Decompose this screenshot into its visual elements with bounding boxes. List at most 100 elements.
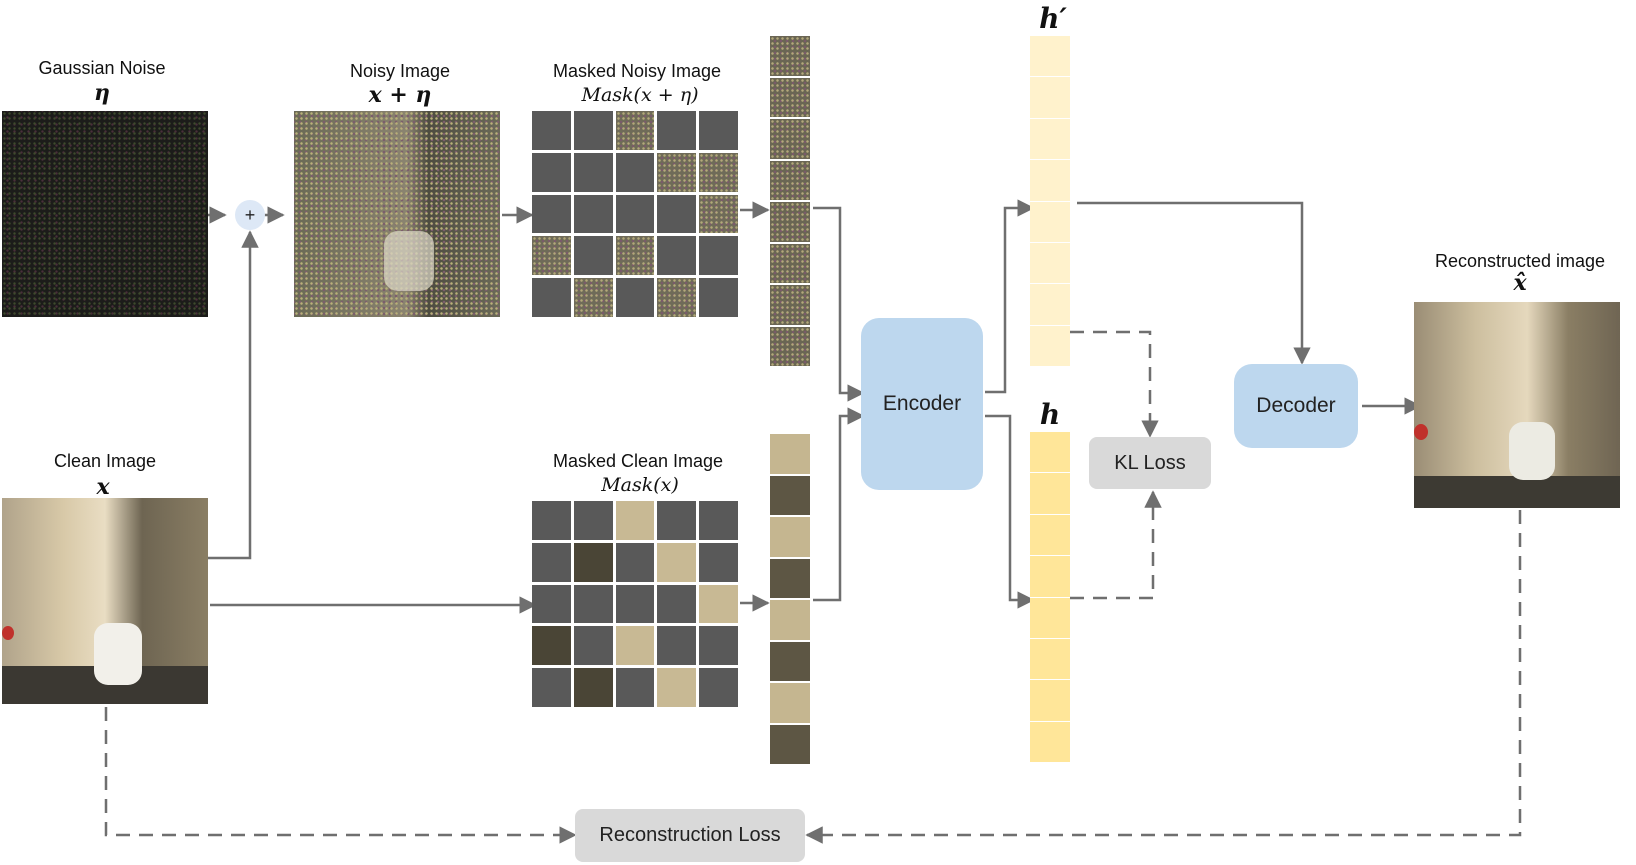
h-prime-vector [1030,36,1070,366]
masked-patch [573,236,613,276]
x-plus-eta-symbol: x + η [368,82,432,108]
visible-patch [699,194,738,234]
noisy-image [294,111,500,317]
vector-cell [1030,473,1070,514]
vector-cell [1030,284,1070,325]
masked-patch [532,111,571,150]
h-prime-label: h′ [1039,2,1067,35]
vector-cell [1030,77,1070,118]
mask-x-eta-symbol: Mask(x + η) [581,84,699,106]
patch-token [770,683,810,723]
arrow-hprime-to-decoder [1077,201,1311,365]
arrow-encoder-to-h [985,414,1035,609]
clean-image [2,498,208,704]
masked-noisy-image-title: Masked Noisy Image [552,61,722,81]
reconstructed-image-title: Reconstructed image [1434,251,1606,271]
patch-token [770,517,810,557]
patch-token [770,285,810,325]
noisy-image-title: Noisy Image [349,61,451,81]
vector-cell [1030,201,1070,242]
dashed-hprime-to-kl [1070,330,1159,438]
visible-patch [573,668,613,707]
masked-clean-grid [532,501,738,707]
masked-patch [615,584,655,624]
dashed-h-to-kl [1070,490,1162,600]
masked-patch [615,278,655,317]
masked-patch [573,111,613,150]
eta-symbol: η [94,80,110,106]
clean-image-title: Clean Image [53,451,157,471]
patch-token [770,326,810,366]
gaussian-noise-image [2,111,208,317]
plus-operator: + [235,200,265,230]
vector-cell [1030,242,1070,284]
masked-patch [573,501,613,540]
visible-patch [657,668,697,707]
visible-patch [657,542,697,582]
visible-patch [532,236,571,276]
masked-patch [615,194,655,234]
masked-patch [657,236,697,276]
h-vector [1030,432,1070,762]
masked-patch [532,194,571,234]
h-label: h [1039,398,1061,431]
visible-patch [615,501,655,540]
visible-patch [615,111,655,150]
masked-patch [615,542,655,582]
masked-patch [699,236,738,276]
decoder-box: Decoder [1234,364,1358,448]
vector-cell [1030,680,1070,721]
vector-cell [1030,638,1070,680]
patch-token [770,558,810,598]
clean-patch-strip [770,434,810,764]
masked-patch [657,501,697,540]
arrow-encoder-to-hprime [985,199,1035,394]
vector-cell [1030,432,1070,473]
masked-patch [657,111,697,150]
patch-token [770,475,810,515]
arrow-clean-to-plus [200,230,259,560]
encoder-box: Encoder [861,318,983,490]
visible-patch [657,152,697,192]
patch-token [770,243,810,283]
visible-patch [657,278,697,317]
masked-patch [699,501,738,540]
masked-noisy-grid [532,111,738,317]
visible-patch [615,626,655,666]
vector-cell [1030,160,1070,201]
kl-loss-box: KL Loss [1089,437,1211,489]
masked-patch [615,152,655,192]
masked-patch [532,584,571,624]
x-symbol: x [96,474,110,500]
masked-patch [657,194,697,234]
masked-patch [573,194,613,234]
vector-cell [1030,721,1070,762]
arrow-clean-strip-to-encoder [813,407,865,602]
arrow-noisy-strip-to-encoder [813,206,865,402]
visible-patch [699,152,738,192]
reconstruction-loss-box: Reconstruction Loss [575,809,805,862]
masked-patch [699,626,738,666]
vector-cell [1030,514,1070,556]
patch-token [770,119,810,159]
vector-cell [1030,556,1070,597]
patch-token [770,77,810,117]
visible-patch [532,626,571,666]
reconstructed-image [1414,302,1620,508]
masked-patch [699,111,738,150]
masked-patch [532,278,571,317]
visible-patch [615,236,655,276]
masked-patch [615,668,655,707]
patch-token [770,202,810,242]
masked-patch [699,668,738,707]
noisy-patch-strip [770,36,810,366]
patch-token [770,724,810,764]
patch-token [770,160,810,200]
gaussian-noise-title: Gaussian Noise [38,58,166,78]
masked-patch [657,626,697,666]
dashed-clean-to-recon-loss [104,707,577,844]
patch-token [770,641,810,681]
masked-patch [573,626,613,666]
